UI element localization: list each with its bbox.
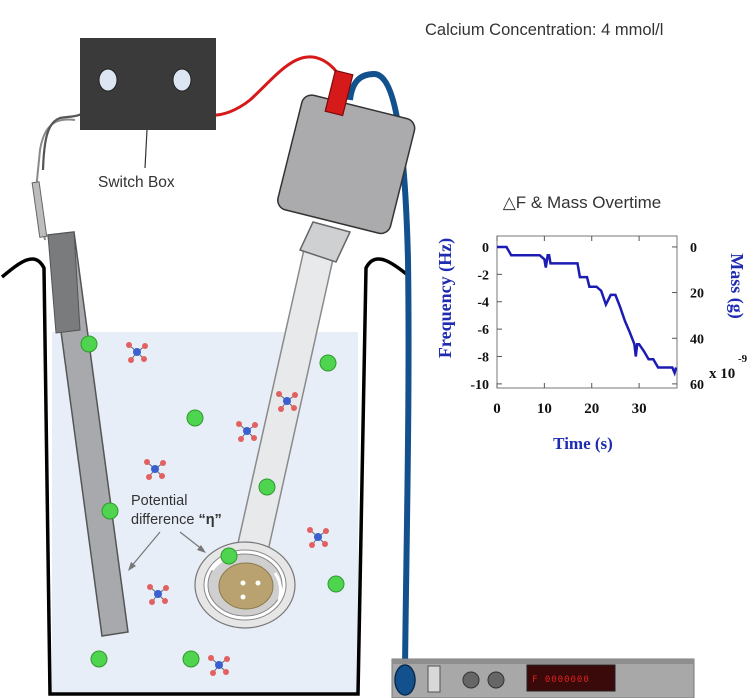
chart-title: △F & Mass Overtime [503,193,662,212]
y-left-tick-label: 0 [482,241,489,256]
x-tick-label: 10 [537,401,552,417]
instrument-display-text: F 0000000 [532,675,590,685]
frequency-mass-chart: △F & Mass Overtime 0 -2 -4 -6 -8 -10 0 10 20 30 0 2… [435,193,748,453]
y-right-tick-label: 60 [690,378,704,393]
switch-box-terminal-left[interactable] [98,68,118,92]
molecule [307,527,329,548]
red-connector [324,69,354,117]
switch-box-label: Switch Box [98,174,175,191]
cable-connector [394,664,416,696]
working-electrode-collar [298,221,352,263]
calcium-ion [186,409,204,427]
potential-label-line1: Potential [131,493,187,509]
molecule [208,655,230,676]
y-right-tick-label: 40 [690,332,704,347]
y-right-tick-label: 20 [690,287,704,302]
x-tick-label: 30 [632,401,647,417]
y-left-tick-label: -6 [477,323,489,338]
y-left-tick-label: -4 [477,296,489,311]
molecule [126,342,148,363]
molecule [276,391,298,412]
calcium-ion [80,335,98,353]
chart-x-label: Time (s) [553,434,613,453]
y-left-tick-label: -10 [470,378,489,393]
potential-arrowhead-right [197,545,206,553]
chart-plot-area [496,235,678,389]
instrument-port [427,665,441,693]
calcium-ion [319,354,337,372]
calcium-ion [90,650,108,668]
molecules [126,342,329,676]
calcium-ion [327,575,345,593]
chart-right-exponent: -9 [738,353,748,365]
instrument-knob-1[interactable] [462,671,480,689]
chart-y-right-label: Mass (g) [726,253,747,319]
concentration-title: Calcium Concentration: 4 mmol/l [425,21,663,39]
eta-symbol: “η” [198,512,221,528]
switch-box-terminal-right[interactable] [172,68,192,92]
potential-arrow-right [179,531,204,551]
chart-right-multiplier: x 10 [709,366,735,382]
beaker-wall [0,257,412,696]
y-right-tick-label: 0 [690,241,697,256]
y-left-tick-label: -8 [477,351,489,366]
calcium-ion [101,502,119,520]
potential-label-line2: difference “η” [131,512,222,528]
x-tick-label: 0 [493,401,501,417]
chart-y-left-label: Frequency (Hz) [435,238,456,358]
instrument-display [526,664,616,692]
reference-electrode-top [47,231,81,334]
reference-electrode-lead-cap [31,181,48,238]
potential-arrowhead-left [128,562,136,571]
electrode-head [277,94,416,235]
instrument-knob-2[interactable] [487,671,505,689]
molecule [236,421,258,442]
molecule [144,459,166,480]
calcium-ion [182,650,200,668]
switch-box-pointer [144,129,148,169]
calcium-ion [220,547,238,565]
calcium-ion [258,478,276,496]
molecule [147,584,169,605]
blue-cable [347,70,412,671]
potential-arrow-left [129,531,161,569]
y-left-tick-label: -2 [477,268,489,283]
frequency-series-line [497,245,678,377]
calcium-ions [80,335,345,668]
x-tick-label: 20 [584,401,599,417]
qcm-sensor [194,541,296,629]
